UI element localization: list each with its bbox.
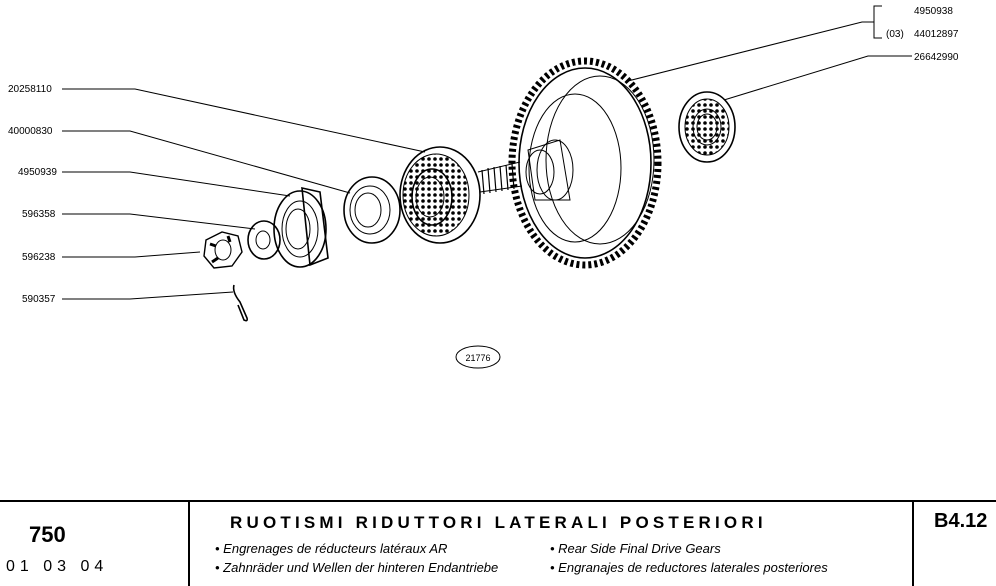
- drawing-number-badge: [455, 345, 501, 369]
- subtitle-english: • Rear Side Final Drive Gears: [550, 541, 721, 556]
- part-number-26642990: 26642990: [914, 52, 959, 63]
- part-number-4950939: 4950939: [18, 167, 57, 178]
- spacer-cup: [273, 186, 329, 268]
- revision-date: 01 03 04: [6, 558, 109, 575]
- part-prefix-03: (03): [886, 29, 904, 40]
- part-number-596238: 596238: [22, 252, 56, 263]
- final-drive-gear-shaft: [477, 57, 662, 269]
- seal-ring: [343, 176, 401, 244]
- description-cell: RUOTISMI RIDUTTORI LATERALI POSTERIORI •…: [190, 502, 914, 586]
- alternative-parts-bracket: [873, 5, 882, 39]
- exploded-parts-diagram: 4950938 (03) 44012897 26642990 20258110 …: [8, 5, 959, 369]
- roller-bearing: [399, 146, 481, 244]
- part-number-590357: 590357: [22, 294, 56, 305]
- subtitle-spanish: • Engranajes de reductores laterales pos…: [550, 560, 828, 575]
- part-number-40000830: 40000830: [8, 126, 53, 137]
- part-number-596358: 596358: [22, 209, 56, 220]
- bearing-right: [678, 91, 736, 163]
- section-title: RUOTISMI RIDUTTORI LATERALI POSTERIORI: [230, 513, 767, 532]
- model-number: 750: [29, 522, 66, 547]
- sheet-number: B4.12: [934, 510, 988, 532]
- sheet-cell: B4.12: [914, 502, 996, 586]
- castle-nut: [203, 231, 243, 269]
- leader-lines: [62, 21, 912, 300]
- part-number-44012897: 44012897: [914, 29, 959, 40]
- part-number-4950938: 4950938: [914, 6, 953, 17]
- part-number-20258110: 20258110: [8, 84, 52, 95]
- split-pin: [232, 284, 248, 322]
- model-cell: 750 01 03 04: [0, 502, 190, 586]
- subtitle-french: • Engrenages de réducteurs latéraux AR: [215, 541, 448, 556]
- washer: [247, 220, 281, 260]
- drawing-number: 21776: [465, 353, 490, 363]
- title-block: 750 01 03 04 RUOTISMI RIDUTTORI LATERALI…: [0, 500, 996, 586]
- subtitle-german: • Zahnräder und Wellen der hinteren Enda…: [215, 560, 499, 575]
